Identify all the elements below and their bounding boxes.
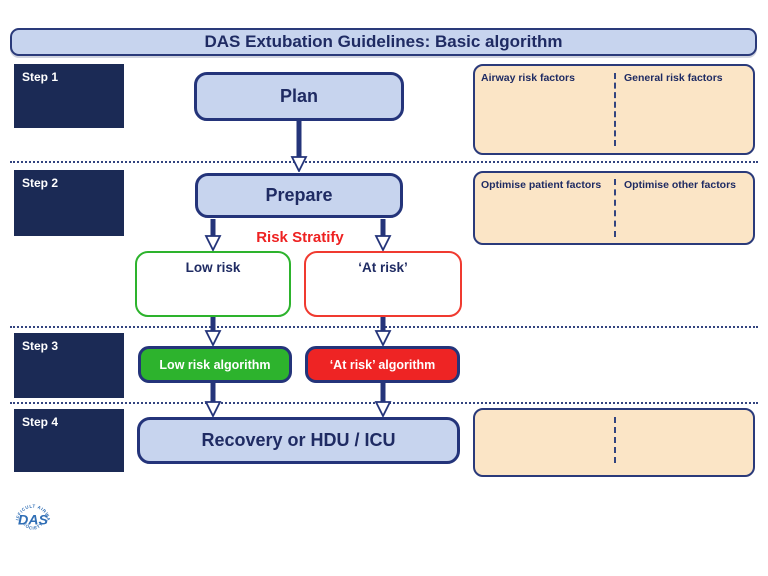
optimise-patient-factors-header: Optimise patient factors [481,179,602,191]
step-2-label: Step 2 [14,170,124,236]
step-3-label: Step 3 [14,333,124,398]
at-risk-node: ‘At risk’ [304,251,462,317]
arrow-low-risk-to-algorithm [204,317,222,346]
logo-arc-bottom-text: SOCIETY [22,521,43,531]
step-separator-1 [10,161,758,163]
svg-text:SOCIETY: SOCIETY [22,521,44,531]
panel-divider [614,72,616,147]
arrow-plan-to-prepare [290,121,308,172]
optimise-factors-panel: Optimise patient factors Optimise other … [473,171,755,245]
general-risk-factors-header: General risk factors [624,72,723,84]
prepare-node: Prepare [195,173,403,218]
airway-risk-factors-header: Airway risk factors [481,72,575,84]
logo-center-text: DAS [18,513,49,529]
das-society-logo-icon: DIFFICULT AIRWAY SOCIETY DAS [14,500,52,538]
recovery-node: Recovery or HDU / ICU [137,417,460,464]
panel-divider [614,416,616,464]
risk-stratify-label: Risk Stratify [256,229,344,246]
step-4-notes-panel [473,408,755,477]
step-1-label: Step 1 [14,64,124,128]
panel-divider [614,178,616,238]
low-risk-node: Low risk [135,251,291,317]
arrow-prepare-to-low-risk [204,219,222,251]
page-title: DAS Extubation Guidelines: Basic algorit… [10,28,757,56]
low-risk-algorithm-node: Low risk algorithm [138,346,292,383]
arrow-at-risk-to-algorithm [374,317,392,346]
arrow-at-algorithm-to-recovery [374,383,392,417]
step-4-label: Step 4 [14,409,124,472]
arrow-prepare-to-at-risk [374,219,392,251]
plan-node: Plan [194,72,404,121]
optimise-other-factors-header: Optimise other factors [624,179,737,191]
at-risk-algorithm-node: ‘At risk’ algorithm [305,346,460,383]
arrow-low-algorithm-to-recovery [204,383,222,417]
risk-factors-panel: Airway risk factors General risk factors [473,64,755,155]
